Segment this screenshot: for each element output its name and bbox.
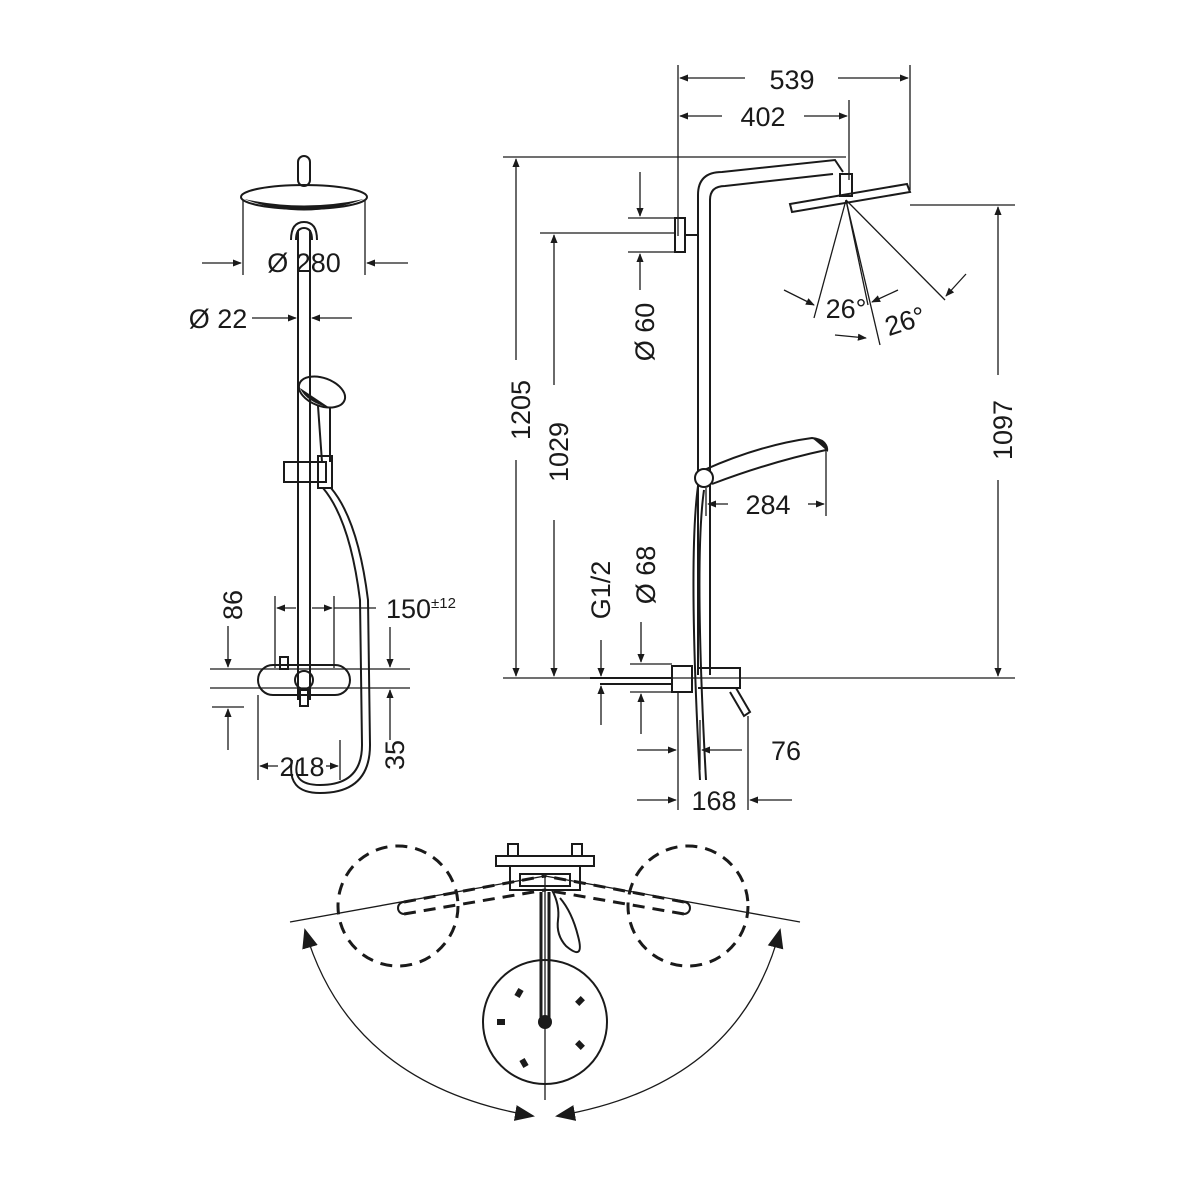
dim-angle-2: 26° xyxy=(881,301,929,342)
hose-outer xyxy=(295,487,364,787)
swing-left-arm xyxy=(403,874,546,916)
slider xyxy=(283,461,327,483)
swing-right-arm xyxy=(544,874,685,916)
dim-pipe-diameter-60: Ø 60 xyxy=(630,303,660,362)
dim-1097: 1097 xyxy=(988,400,1018,460)
mixer-side-lever xyxy=(729,687,752,718)
riser-inner xyxy=(709,173,834,675)
shower-head-face xyxy=(244,199,364,211)
hand-shower-head xyxy=(297,375,347,409)
slider-holder xyxy=(317,455,333,489)
hose-inner xyxy=(290,487,372,795)
swing-arc-right xyxy=(555,928,784,1121)
swing-arc-left xyxy=(302,928,535,1121)
dim-150-tolerance: ±12 xyxy=(431,595,456,612)
dim-168: 168 xyxy=(691,786,736,816)
shower-head-side xyxy=(788,182,912,214)
top-wall-bar xyxy=(495,855,595,867)
mixer-side-body xyxy=(671,665,693,693)
riser-outer xyxy=(697,158,844,675)
hand-shower-side xyxy=(703,436,828,485)
dim-76: 76 xyxy=(771,736,801,766)
dim-218: 218 xyxy=(279,752,324,782)
head-arm-hook xyxy=(290,220,318,241)
shower-head-front xyxy=(240,184,368,210)
dim-1205: 1205 xyxy=(506,380,536,440)
dim-pipe-diameter-68: Ø 68 xyxy=(631,546,661,605)
riser-cap xyxy=(297,155,311,187)
dim-539: 539 xyxy=(769,65,814,95)
dim-1029: 1029 xyxy=(544,422,574,482)
dim-86: 86 xyxy=(218,590,248,620)
hand-shower-handle xyxy=(317,405,331,463)
dim-angle-1: 26° xyxy=(826,294,867,324)
dim-150: 150 xyxy=(386,594,431,624)
mixer-outlet xyxy=(299,689,309,707)
slider-side xyxy=(694,468,714,488)
mixer-body xyxy=(257,664,351,696)
hose-side xyxy=(692,485,707,781)
swing-left-circle xyxy=(336,844,460,968)
dim-284: 284 xyxy=(745,490,790,520)
dim-bar-diameter: Ø 22 xyxy=(189,304,248,334)
dim-402: 402 xyxy=(740,102,785,132)
mixer-inlet xyxy=(279,656,289,670)
hand-shower-face xyxy=(300,388,330,408)
head-arm-hook-inner xyxy=(295,226,313,241)
top-view xyxy=(289,843,801,1121)
swing-right-circle xyxy=(626,844,750,968)
dim-head-diameter: Ø 280 xyxy=(267,248,341,278)
dim-35: 35 xyxy=(380,740,410,770)
wall-bracket xyxy=(674,217,686,253)
top-hose xyxy=(551,889,581,954)
shower-head-joint xyxy=(839,173,853,197)
side-view: 26° 26° 539 402 1205 xyxy=(503,65,1018,816)
dim-thread: G1/2 xyxy=(586,561,616,620)
front-view: Ø 280 Ø 22 86 150 ±12 35 218 xyxy=(189,155,456,795)
